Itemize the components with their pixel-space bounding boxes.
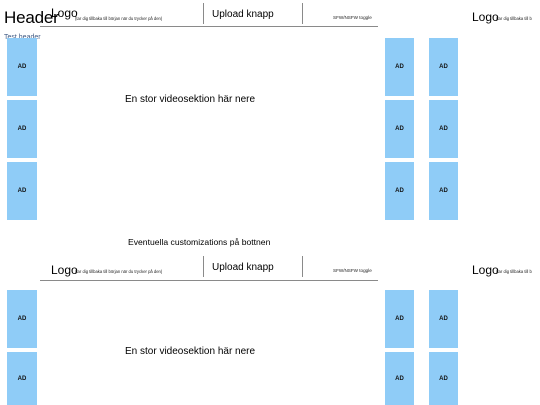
ad-label: AD <box>395 64 404 70</box>
ad-slot[interactable]: AD <box>429 352 458 405</box>
ad-slot[interactable]: AD <box>429 162 458 220</box>
ad-slot[interactable]: AD <box>385 162 414 220</box>
ad-label: AD <box>439 188 448 194</box>
sfw-nsfw-toggle[interactable]: SFW/NSFW toggle <box>333 268 372 273</box>
video-section: En stor videosektion här nere <box>125 346 256 357</box>
header-underline <box>40 280 378 281</box>
right-logo-text: Logo <box>472 263 499 277</box>
right-logo-link[interactable]: Logo <box>472 261 499 279</box>
right-logo-text: Logo <box>472 10 499 24</box>
ad-slot[interactable]: AD <box>429 290 458 348</box>
ad-label: AD <box>395 375 404 382</box>
logo-text: Logo <box>51 6 78 20</box>
ad-label: AD <box>395 188 404 194</box>
ad-slot[interactable]: AD <box>7 162 37 220</box>
ad-label: AD <box>17 188 27 194</box>
logo-subtitle: (tar dig tillbaka till början när du try… <box>75 16 163 21</box>
logo-text: Logo <box>51 263 78 277</box>
ad-label: AD <box>17 126 27 132</box>
video-section: En stor videosektion här nere <box>125 94 256 105</box>
ad-slot[interactable]: AD <box>7 352 37 405</box>
header-title: Header <box>4 8 59 27</box>
header-underline <box>40 26 378 27</box>
ad-slot[interactable]: AD <box>385 100 414 158</box>
test-header-label: Test header <box>4 34 41 41</box>
ad-slot[interactable]: AD <box>7 38 37 96</box>
logo-subtitle: (tar dig tillbaka till början när du try… <box>75 269 163 274</box>
header-divider <box>203 256 204 277</box>
header-divider <box>302 3 303 24</box>
right-logo-link[interactable]: Logo <box>472 8 499 26</box>
ad-slot[interactable]: AD <box>429 100 458 158</box>
header-divider <box>302 256 303 277</box>
ad-label: AD <box>17 375 27 382</box>
logo-link[interactable]: Logo <box>51 261 78 279</box>
ad-label: AD <box>395 126 404 132</box>
upload-button[interactable]: Upload knapp <box>212 9 274 20</box>
ad-label: AD <box>395 316 404 322</box>
right-logo-subtitle: (tar dig tillbaka till b <box>496 16 532 21</box>
ad-label: AD <box>439 375 448 382</box>
sfw-nsfw-toggle[interactable]: SFW/NSFW toggle <box>333 15 372 20</box>
ad-slot[interactable]: AD <box>7 290 37 348</box>
ad-slot[interactable]: AD <box>7 100 37 158</box>
ad-slot[interactable]: AD <box>385 38 414 96</box>
right-logo-subtitle: (tar dig tillbaka till b <box>496 269 532 274</box>
customizations-label: Eventuella customizations på bottnen <box>128 237 271 247</box>
ad-label: AD <box>439 316 448 322</box>
header-divider <box>203 3 204 24</box>
ad-slot[interactable]: AD <box>429 38 458 96</box>
ad-label: AD <box>439 126 448 132</box>
ad-slot[interactable]: AD <box>385 290 414 348</box>
ad-slot[interactable]: AD <box>385 352 414 405</box>
ad-label: AD <box>17 64 27 70</box>
ad-label: AD <box>439 64 448 70</box>
logo-link[interactable]: Logo <box>51 4 78 22</box>
upload-button[interactable]: Upload knapp <box>212 262 274 273</box>
ad-label: AD <box>17 316 27 322</box>
